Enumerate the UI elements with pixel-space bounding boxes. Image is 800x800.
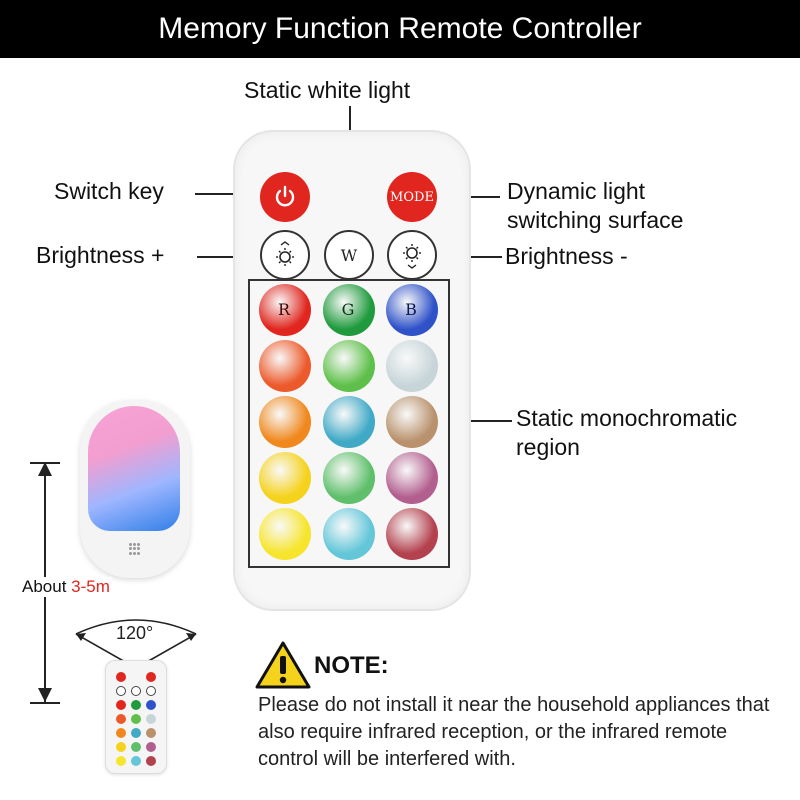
white-light-button[interactable]: W: [324, 230, 374, 280]
color-button[interactable]: [323, 508, 375, 560]
mini-color-dot: [131, 756, 141, 766]
night-light: [80, 400, 190, 578]
color-button[interactable]: [323, 284, 375, 336]
label-dynamic-1: Dynamic light: [507, 178, 646, 204]
color-button[interactable]: [323, 340, 375, 392]
distance-tick-bottom: [30, 702, 60, 704]
leader-line-switch: [195, 193, 255, 195]
mini-color-dot: [146, 742, 156, 752]
label-static-white: Static white light: [244, 77, 411, 103]
angle-label: 120°: [116, 623, 154, 643]
page-title-text: Memory Function Remote Controller: [158, 12, 642, 45]
distance-prefix: About: [22, 577, 72, 596]
mode-button[interactable]: MODE: [387, 172, 437, 222]
color-button[interactable]: [386, 284, 438, 336]
white-button-label: W: [340, 245, 358, 265]
power-button[interactable]: [260, 172, 310, 222]
label-static-mono-2: region: [516, 434, 580, 460]
mini-color-dot: [116, 728, 126, 738]
mini-color-dot: [116, 700, 126, 710]
mini-function-dot: [116, 672, 126, 682]
warning-icon: [255, 641, 311, 689]
mini-function-dot: [146, 686, 156, 696]
leader-line-bright-minus: [440, 256, 502, 258]
mini-color-dot: [146, 714, 156, 724]
mini-color-dot: [146, 756, 156, 766]
color-button[interactable]: [323, 396, 375, 448]
label-switch-key: Switch key: [54, 178, 164, 204]
color-button[interactable]: [386, 396, 438, 448]
mini-function-dot: [116, 686, 126, 696]
color-button[interactable]: [323, 452, 375, 504]
color-button[interactable]: [386, 452, 438, 504]
mini-color-dot: [131, 728, 141, 738]
brightness-up-button[interactable]: [260, 230, 310, 280]
mini-color-dot: [116, 756, 126, 766]
brightness-down-icon: [403, 244, 421, 269]
color-button[interactable]: [386, 508, 438, 560]
brightness-down-button[interactable]: [387, 230, 437, 280]
color-button[interactable]: [259, 452, 311, 504]
color-button[interactable]: [259, 508, 311, 560]
mini-color-dot: [131, 742, 141, 752]
arrow-down-icon: [38, 688, 52, 702]
static-monochromatic-region: [248, 279, 450, 568]
note-title: NOTE:: [314, 652, 389, 679]
label-dynamic-2: switching surface: [507, 207, 684, 233]
power-icon: [275, 185, 295, 207]
color-button[interactable]: [259, 396, 311, 448]
sensor-grille: [129, 543, 141, 555]
mini-function-dot: [131, 686, 141, 696]
mini-color-dot: [131, 700, 141, 710]
leader-line-static: [450, 420, 512, 422]
label-brightness-plus: Brightness +: [36, 242, 165, 268]
mini-color-dot: [116, 742, 126, 752]
label-brightness-minus: Brightness -: [505, 243, 628, 269]
mini-color-dot: [131, 714, 141, 724]
mode-button-label: MODE: [390, 189, 434, 205]
distance-value: 3-5m: [71, 577, 110, 596]
mini-color-dot: [146, 728, 156, 738]
color-button[interactable]: [259, 340, 311, 392]
brightness-up-icon: [276, 241, 294, 266]
arrow-up-icon: [38, 462, 52, 476]
mini-function-dot: [146, 672, 156, 682]
page-title: Memory Function Remote Controller: [0, 0, 800, 58]
mini-color-dot: [146, 700, 156, 710]
leader-line-bright-plus: [197, 256, 257, 258]
label-static-mono-1: Static monochromatic: [516, 405, 738, 431]
distance-label: About 3-5m: [20, 577, 112, 597]
color-button[interactable]: [259, 284, 311, 336]
night-light-lens: [88, 406, 180, 531]
mini-color-dot: [116, 714, 126, 724]
note-body: Please do not install it near the househ…: [258, 694, 770, 770]
color-button[interactable]: [386, 340, 438, 392]
